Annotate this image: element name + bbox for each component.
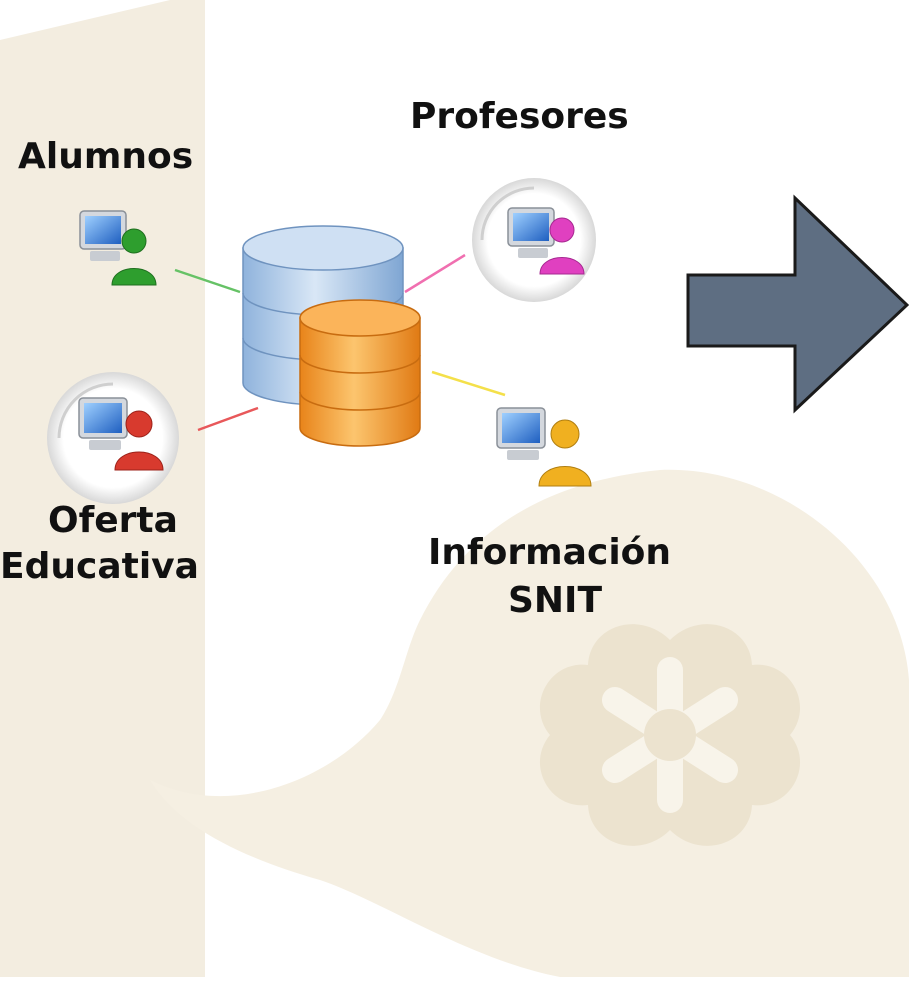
label-info-line2: SNIT — [508, 580, 603, 621]
label-profesores: Profesores — [410, 96, 629, 137]
info-user-icon — [496, 407, 592, 487]
label-oferta-line2: Educativa — [0, 546, 199, 587]
connector-oferta — [197, 406, 259, 432]
watermark-center — [644, 709, 696, 761]
alumnos-user-icon — [79, 210, 157, 286]
oferta-user-icon — [47, 372, 179, 504]
watermark-swirl — [150, 469, 909, 977]
connector-info — [431, 370, 506, 397]
arrow-right-icon — [686, 194, 909, 414]
database-icon — [242, 225, 421, 447]
connector-profesores — [404, 253, 466, 294]
label-oferta-line1: Oferta — [48, 500, 178, 541]
label-alumnos: Alumnos — [18, 136, 194, 177]
profesores-user-icon — [472, 178, 596, 302]
connectors — [174, 253, 506, 432]
connector-alumnos — [174, 268, 241, 294]
label-info-line1: Información — [428, 532, 672, 573]
